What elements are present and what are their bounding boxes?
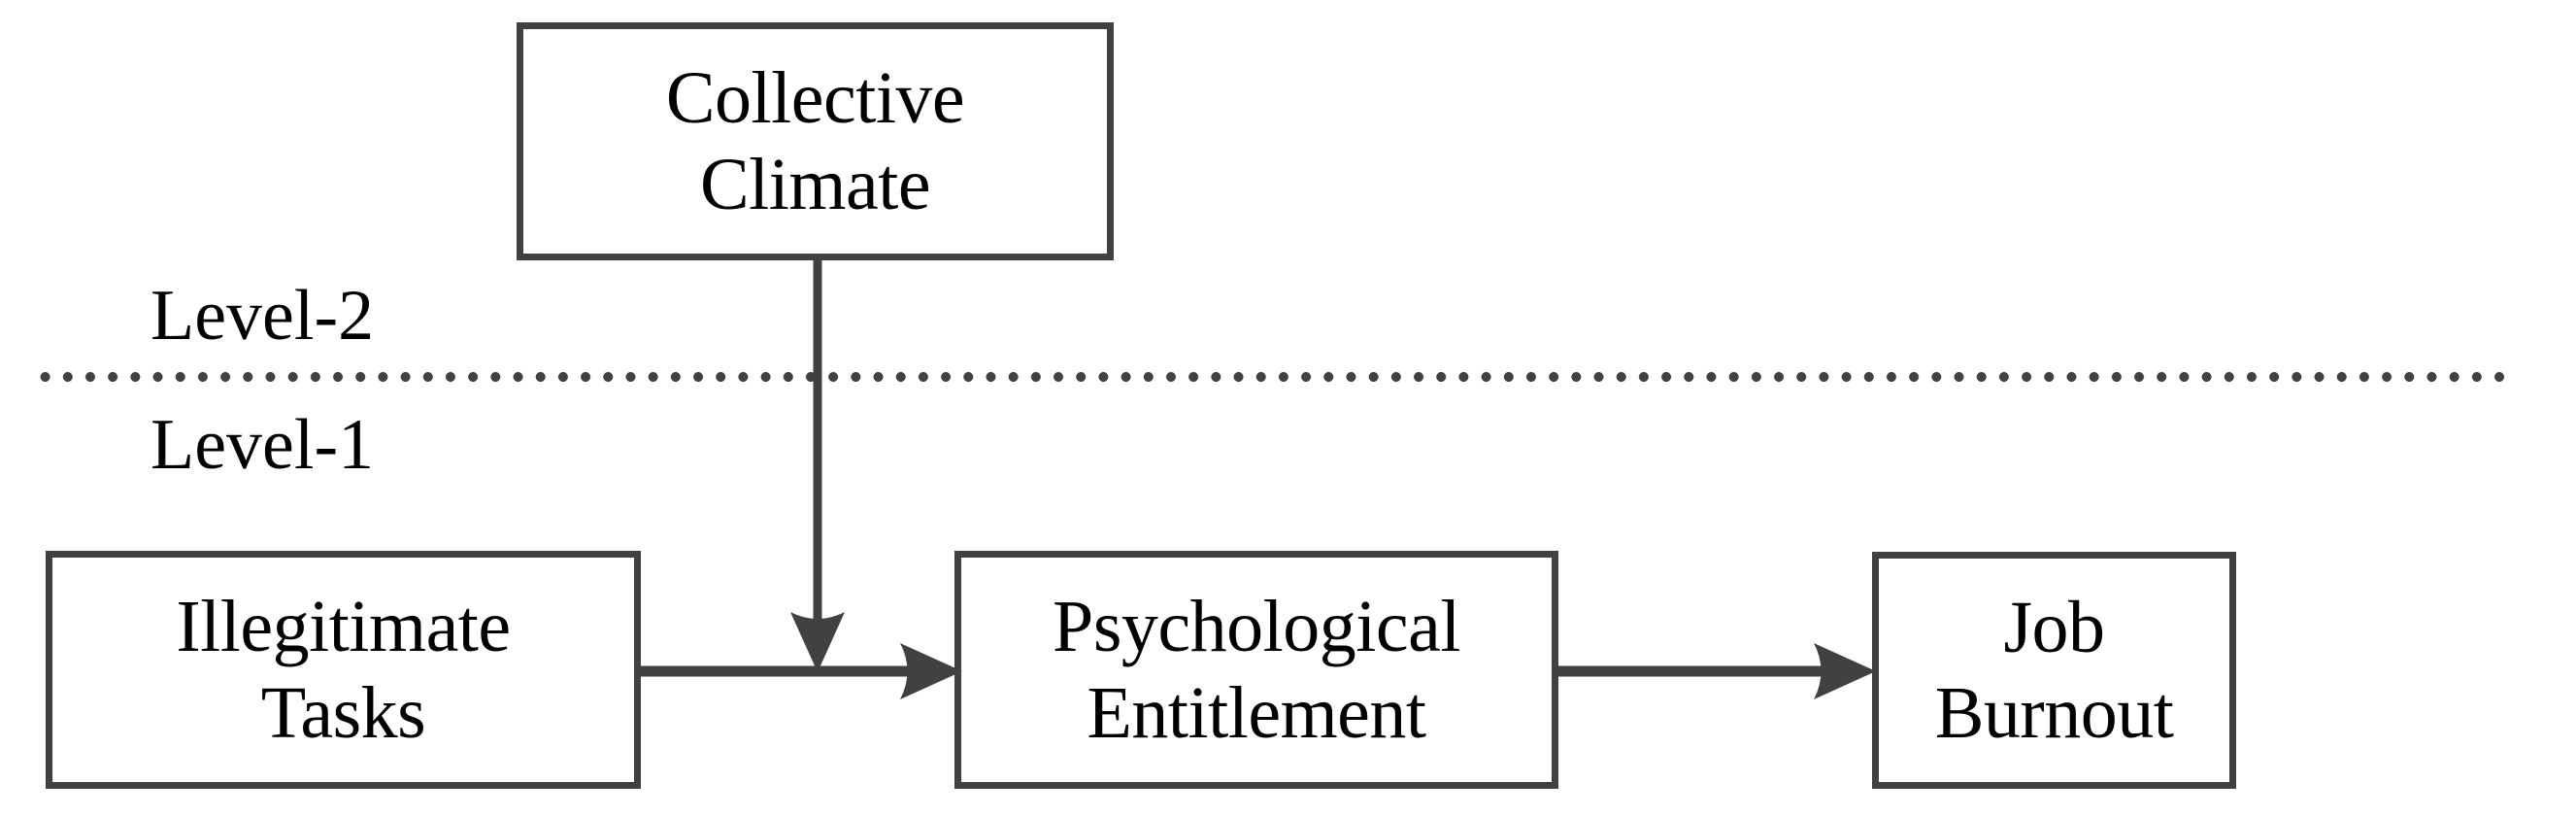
node-collective-climate[interactable]: Collective Climate xyxy=(517,22,1114,260)
node-illegitimate-tasks-label: Illegitimate Tasks xyxy=(176,586,511,754)
arrow-collective-climate-to-path xyxy=(783,255,853,674)
node-job-burnout-label: Job Burnout xyxy=(1934,586,2174,754)
node-psychological-entitlement-label: Psychological Entitlement xyxy=(1053,586,1460,754)
level-1-label: Level-1 xyxy=(151,405,375,485)
arrow-illegitimate-tasks-to-psychological-entitlement xyxy=(636,641,966,701)
node-job-burnout[interactable]: Job Burnout xyxy=(1872,552,2236,789)
node-collective-climate-label: Collective Climate xyxy=(665,57,965,225)
level-divider-dotted-line xyxy=(34,372,2510,382)
node-illegitimate-tasks[interactable]: Illegitimate Tasks xyxy=(46,551,641,789)
node-psychological-entitlement[interactable]: Psychological Entitlement xyxy=(954,551,1558,789)
arrow-psychological-entitlement-to-job-burnout xyxy=(1554,641,1884,701)
level-2-label: Level-2 xyxy=(151,276,375,356)
